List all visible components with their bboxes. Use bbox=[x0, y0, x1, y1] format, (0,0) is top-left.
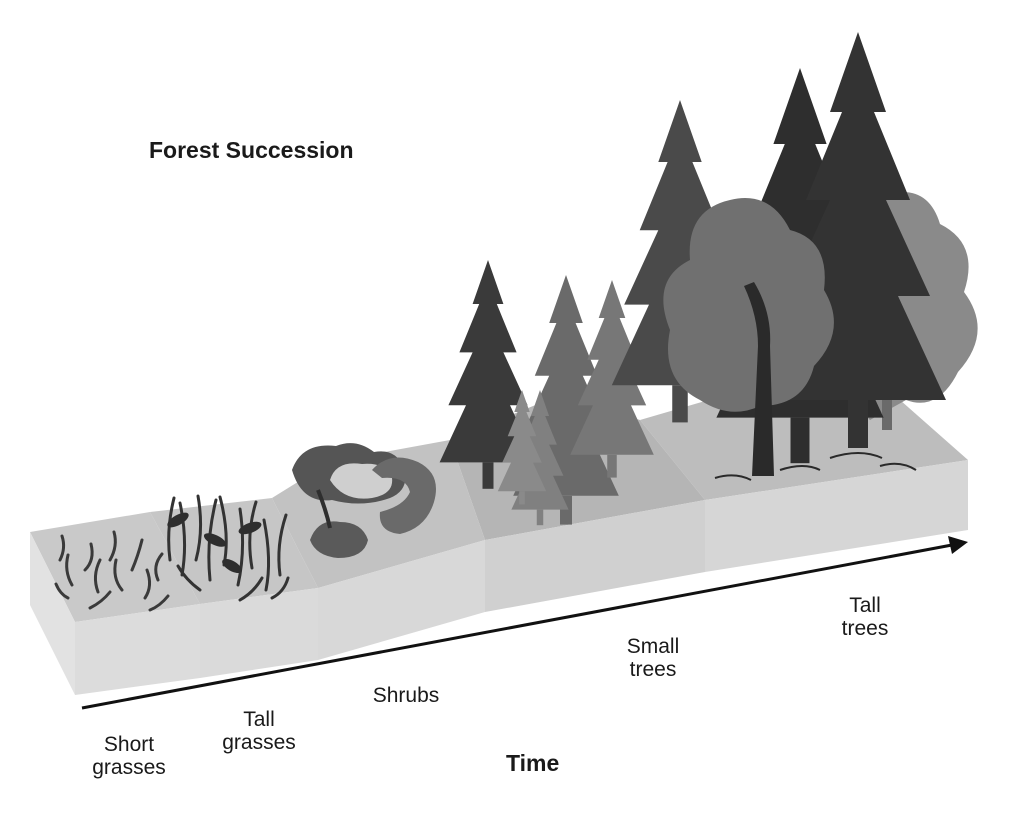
stage-label-tall-trees: Tall trees bbox=[841, 594, 889, 640]
stage-label-shrubs: Shrubs bbox=[372, 684, 440, 707]
ground-block-tall-grasses bbox=[150, 498, 318, 678]
tall-grass-vegetation bbox=[167, 494, 290, 602]
stage-label-tall-grasses: Tall grasses bbox=[222, 708, 296, 754]
short-grass-vegetation bbox=[54, 530, 170, 612]
stage-label-small-trees: Small trees bbox=[626, 635, 680, 681]
time-axis-label: Time bbox=[506, 750, 560, 776]
tall-tree-vegetation bbox=[611, 32, 978, 481]
stage-label-short-grasses: Short grasses bbox=[92, 733, 166, 779]
shrub-vegetation bbox=[292, 443, 436, 558]
diagram-title: Forest Succession bbox=[149, 137, 354, 163]
tall-grass-leaves bbox=[167, 512, 262, 573]
time-arrow bbox=[81, 536, 968, 710]
